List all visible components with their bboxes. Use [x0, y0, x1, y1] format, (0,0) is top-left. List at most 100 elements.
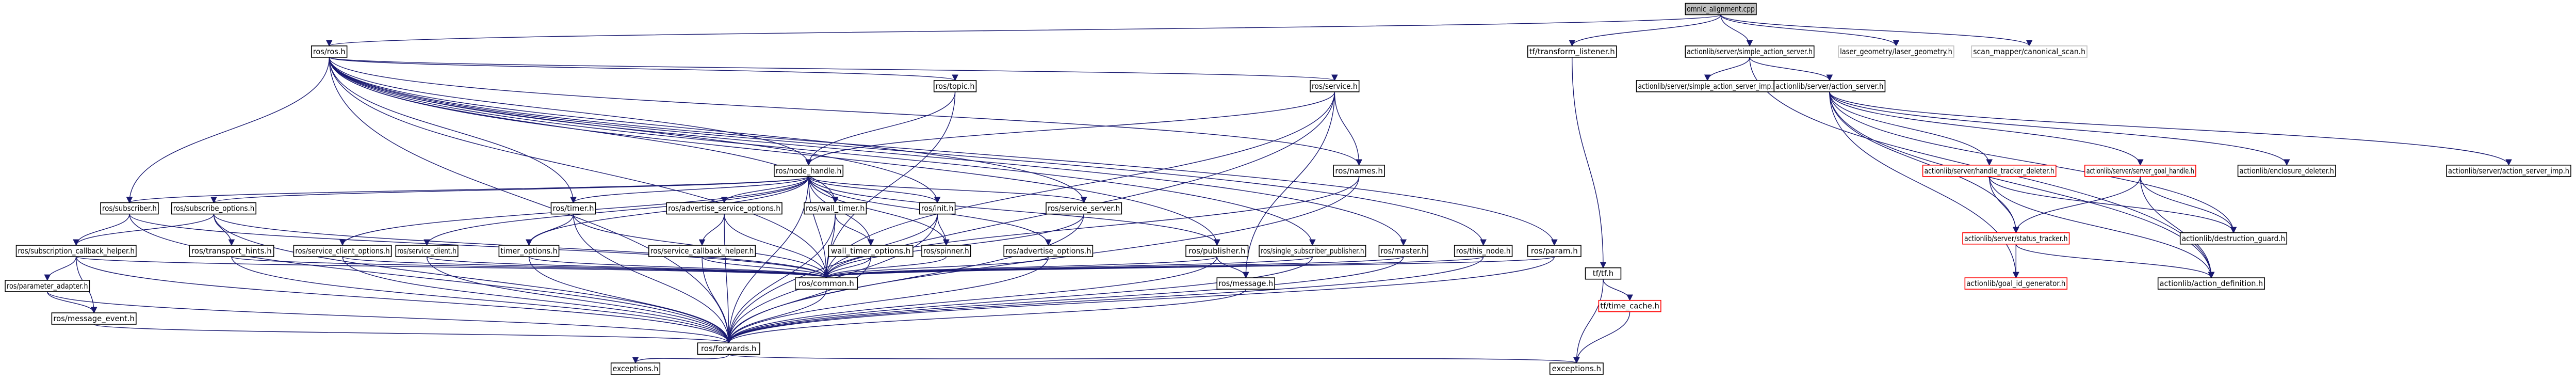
graph-node-sch[interactable]: ros/subscription_callback_helper.h	[15, 245, 137, 257]
graph-node-root[interactable]: omnic_alignment.cpp	[1685, 3, 1757, 15]
dependency-edge	[329, 57, 732, 344]
edge-sch-to-common	[75, 256, 829, 279]
node-box	[1971, 45, 2088, 58]
dependency-edge	[1829, 91, 2019, 234]
dependency-edge	[2015, 244, 2215, 279]
edge-sub_opt-to-sch	[73, 214, 215, 246]
graph-node-msg[interactable]: ros/message.h	[1216, 277, 1275, 290]
graph-node-timer[interactable]: ros/timer.h	[550, 202, 596, 215]
graph-node-tf_tf[interactable]: tf/tf.h	[1585, 267, 1622, 280]
graph-node-htd[interactable]: actionlib/server/handle_tracker_deleter.…	[1922, 165, 2057, 177]
node-box	[293, 245, 392, 257]
node-box	[1259, 245, 1366, 257]
edge-root-to-laser	[1720, 14, 1900, 47]
graph-node-names[interactable]: ros/names.h	[1333, 165, 1385, 177]
graph-node-sgh[interactable]: actionlib/server/server_goal_handle.h	[2084, 165, 2196, 177]
graph-node-pa[interactable]: ros/parameter_adapter.h	[5, 280, 90, 292]
node-box	[2237, 165, 2336, 177]
dependency-edge	[1334, 91, 1362, 166]
dependency-edge	[1829, 91, 2290, 166]
edge-tcache-to-exc_tf	[1573, 311, 1631, 364]
node-box	[1527, 245, 1582, 257]
graph-node-ssp[interactable]: ros/single_subscriber_publisher.h	[1259, 245, 1366, 257]
graph-node-fwd[interactable]: ros/forwards.h	[697, 342, 760, 355]
graph-node-gig[interactable]: actionlib/goal_id_generator.h	[1964, 277, 2068, 290]
edge-ros_ros-to-timer	[329, 57, 577, 203]
graph-node-sas[interactable]: actionlib/server/simple_action_server.h	[1685, 45, 1815, 58]
graph-node-scbh[interactable]: ros/service_callback_helper.h	[648, 245, 756, 257]
edge-pa-to-me	[47, 291, 97, 314]
graph-node-sub[interactable]: ros/subscriber.h	[100, 202, 159, 215]
edge-sgh-to-dg	[2140, 176, 2237, 234]
graph-node-sc[interactable]: ros/service_client.h	[395, 245, 459, 257]
node-label: ros/topic.h	[936, 82, 975, 91]
graph-node-wto[interactable]: wall_timer_options.h	[828, 245, 914, 257]
dependency-edge	[329, 57, 830, 279]
graph-node-param[interactable]: ros/param.h	[1527, 245, 1582, 257]
edge-master-to-fwd	[725, 257, 1404, 344]
graph-node-exc_tf[interactable]: exceptions.h	[1549, 362, 1604, 375]
dependency-edge	[724, 214, 830, 279]
graph-node-service[interactable]: ros/service.h	[1310, 80, 1360, 92]
graph-node-pub[interactable]: ros/publisher.h	[1185, 245, 1249, 257]
graph-node-tcache[interactable]: tf/time_cache.h	[1598, 299, 1661, 312]
node-box	[395, 245, 459, 257]
edge-topic-to-nh	[805, 91, 956, 166]
graph-node-st[interactable]: actionlib/server/status_tracker.h	[1962, 232, 2070, 245]
graph-node-dg[interactable]: actionlib/destruction_guard.h	[2179, 232, 2288, 245]
edge-th-to-common	[231, 256, 829, 279]
graph-node-adv_srv[interactable]: ros/advertise_service_options.h	[666, 202, 782, 215]
graph-node-srv_server[interactable]: ros/service_server.h	[1046, 202, 1122, 215]
graph-node-exc_ros[interactable]: exceptions.h	[610, 362, 661, 375]
graph-node-spinner[interactable]: ros/spinner.h	[921, 245, 971, 257]
edge-wto-to-fwd	[725, 257, 871, 344]
graph-node-asi[interactable]: actionlib/server/action_server_imp.h	[2446, 165, 2571, 177]
graph-node-tf_tl[interactable]: tf/transform_listener.h	[1527, 45, 1617, 58]
graph-node-th[interactable]: ros/transport_hints.h	[189, 245, 274, 257]
dependency-edge	[329, 57, 1558, 246]
graph-node-topic[interactable]: ros/topic.h	[933, 80, 977, 92]
graph-node-common[interactable]: ros/common.h	[794, 277, 858, 290]
edge-param-to-fwd	[725, 256, 1555, 344]
graph-node-adef[interactable]: actionlib/action_definition.h	[2157, 277, 2265, 290]
graph-node-sco[interactable]: ros/service_client_options.h	[293, 245, 392, 257]
dependency-edge	[808, 176, 941, 203]
edge-sco-to-fwd	[342, 257, 732, 344]
edge-sco-to-common	[342, 256, 829, 279]
dependency-edge	[823, 256, 1313, 279]
dependency-edge	[329, 57, 1087, 203]
node-label: actionlib/server/action_server.h	[1775, 82, 1883, 91]
graph-node-ecd[interactable]: actionlib/enclosure_deleter.h	[2237, 165, 2336, 177]
graph-node-me[interactable]: ros/message_event.h	[51, 312, 137, 325]
graph-node-as_server[interactable]: actionlib/server/action_server.h	[1773, 80, 1886, 92]
graph-node-master[interactable]: ros/master.h	[1378, 245, 1428, 257]
dependency-edge	[73, 214, 130, 246]
edge-timer-to-to	[526, 214, 574, 246]
edge-service-to-common	[823, 91, 1335, 279]
dependency-edge	[1988, 176, 2215, 279]
node-box	[919, 202, 956, 215]
node-box	[2157, 277, 2265, 290]
graph-node-init[interactable]: ros/init.h	[919, 202, 956, 215]
graph-node-nh[interactable]: ros/node_handle.h	[774, 165, 844, 177]
edge-sc-to-common	[426, 256, 829, 279]
graph-node-sub_opt[interactable]: ros/subscribe_options.h	[171, 202, 257, 215]
node-label: exceptions.h	[1552, 364, 1601, 373]
graph-node-laser[interactable]: laser_geometry/laser_geometry.h	[1838, 45, 1954, 58]
graph-node-this_node[interactable]: ros/this_node.h	[1454, 245, 1513, 257]
node-box	[2179, 232, 2288, 245]
graph-node-ros_ros[interactable]: ros/ros.h	[311, 45, 348, 58]
edge-ros_ros-to-common	[329, 57, 830, 279]
graph-node-to[interactable]: timer_options.h	[498, 245, 560, 257]
dependency-edge	[73, 214, 215, 246]
node-label: timer_options.h	[500, 246, 557, 256]
dependency-edge	[698, 214, 725, 246]
edge-htd-to-adef	[1988, 176, 2215, 279]
graph-node-ao[interactable]: ros/advertise_options.h	[1003, 245, 1094, 257]
node-box	[100, 202, 159, 215]
node-label: ros/param.h	[1531, 246, 1578, 256]
graph-node-sas_imp[interactable]: actionlib/server/simple_action_server_im…	[1636, 80, 1779, 92]
graph-node-wall[interactable]: ros/wall_timer.h	[804, 202, 867, 215]
graph-node-scan[interactable]: scan_mapper/canonical_scan.h	[1971, 45, 2088, 58]
